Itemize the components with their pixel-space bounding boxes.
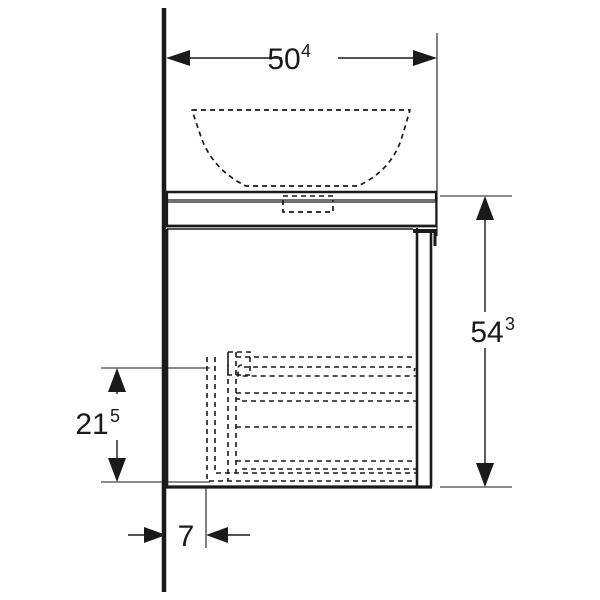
dimension-superscript-overall-height: 3 (505, 314, 515, 334)
arrowhead-down (108, 458, 126, 482)
internal-drawers (206, 351, 416, 482)
dimension-label-depth: 7 (178, 520, 195, 553)
arrowhead-left-inward (206, 527, 228, 543)
arrowhead-right (413, 50, 437, 66)
arrowhead-left (166, 50, 190, 66)
dimension-label-lower-height: 21 (75, 408, 108, 441)
dimension-superscript-lower-height: 5 (110, 406, 120, 426)
siphon-cutout (282, 195, 334, 213)
dimension-label-width: 50 (267, 43, 300, 76)
arrowhead-up (108, 368, 126, 392)
countertop-slab (165, 190, 438, 201)
arrowhead-down (476, 463, 494, 487)
arrowhead-up (476, 196, 494, 220)
dimension-width-top: 50 4 (166, 33, 438, 236)
dimension-depth-bottom: 7 (128, 487, 250, 553)
countertop-underside (165, 201, 437, 228)
dimension-superscript-width: 4 (301, 41, 311, 61)
dimension-height-right: 54 3 (440, 195, 515, 488)
cabinet-body (165, 228, 433, 489)
arrowhead-right-inward (144, 527, 166, 543)
dimension-height-left: 21 5 (75, 367, 210, 483)
dimension-label-overall-height: 54 (470, 316, 503, 349)
washbasin-bowl (191, 109, 411, 187)
